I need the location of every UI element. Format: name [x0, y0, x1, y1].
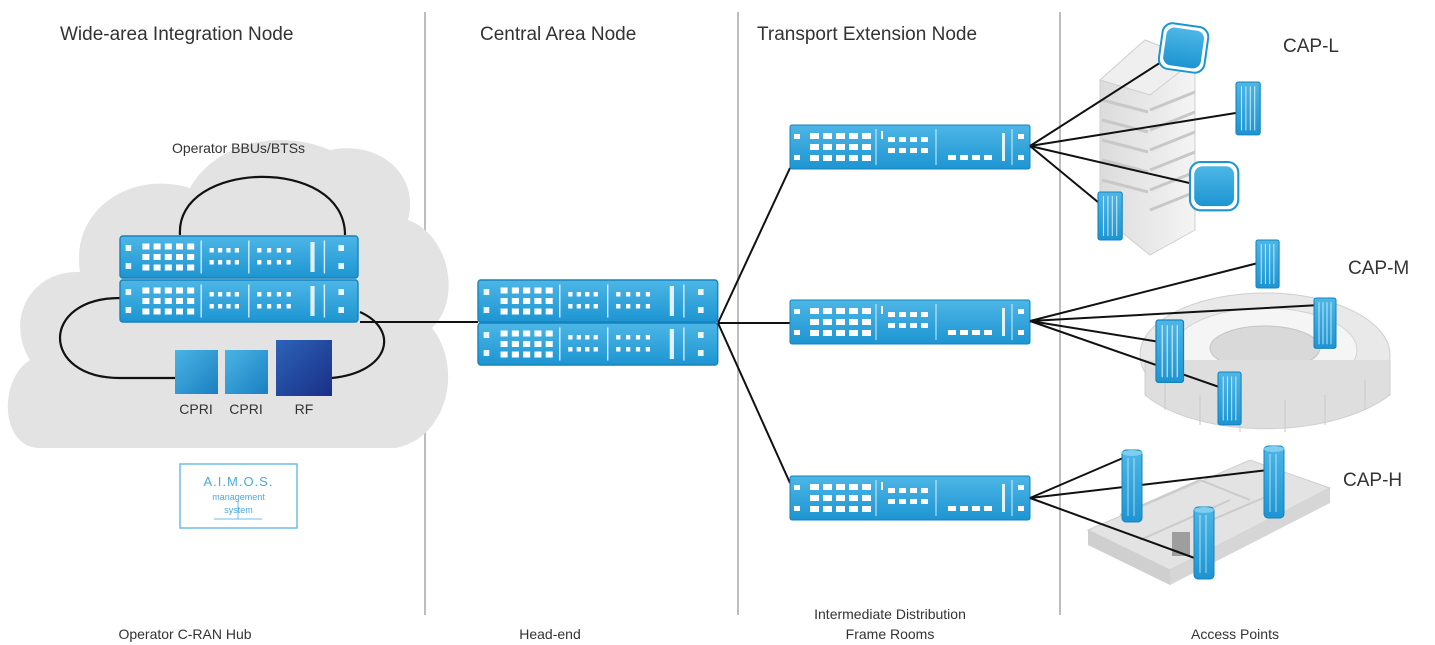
rf-module — [276, 340, 332, 396]
aimos-title: A.I.M.O.S. — [203, 474, 274, 489]
cap-h-label: CAP-H — [1343, 470, 1403, 491]
head-end-stack — [477, 279, 719, 366]
cpri-module-1 — [175, 350, 218, 394]
footer-wide-area: Operator C-RAN Hub — [118, 626, 252, 642]
transport-unit-1 — [789, 124, 1031, 170]
aimos-box — [179, 463, 298, 529]
cap-m-label: CAP-M — [1348, 258, 1410, 279]
cap-m-ap-4 — [1217, 371, 1242, 426]
cap-l-ap-1 — [1156, 21, 1211, 75]
transport-unit-3 — [789, 475, 1031, 521]
cap-m-links — [1029, 261, 1321, 389]
cap-l-ap-4 — [1097, 191, 1123, 241]
column-title-transport: Transport Extension Node — [757, 24, 978, 45]
transport-unit-2 — [789, 299, 1031, 345]
cap-m-ap-2 — [1313, 297, 1337, 349]
footer-central: Head-end — [519, 626, 581, 642]
cpri-label-2: CPRI — [229, 401, 263, 417]
headend-fanout — [717, 167, 791, 484]
cap-h-ap-1 — [1121, 449, 1143, 523]
cpri-label-1: CPRI — [179, 401, 213, 417]
aimos-subtitle-1: management — [212, 492, 265, 502]
cloud-loop-top — [178, 175, 347, 236]
cap-h-links — [1029, 454, 1269, 561]
cap-l-ap-2 — [1235, 81, 1261, 136]
footer-access: Access Points — [1191, 626, 1279, 642]
link-to-transport-3 — [717, 322, 791, 484]
footer-transport-line-1: Intermediate Distribution — [814, 606, 966, 622]
link-to-transport-1 — [717, 167, 791, 324]
cpri-module-2 — [225, 350, 268, 394]
footer-transport-line-2: Frame Rooms — [845, 626, 935, 642]
cap-m-ap-1 — [1255, 239, 1280, 289]
rf-label: RF — [294, 401, 314, 417]
cap-l-links — [1029, 49, 1243, 213]
column-title-wide-area: Wide-area Integration Node — [60, 24, 294, 45]
cap-h-ap-2 — [1263, 445, 1285, 519]
operator-bbu-label: Operator BBUs/BTSs — [172, 140, 306, 156]
aimos-subtitle-2: system — [224, 505, 253, 515]
cap-l-label: CAP-L — [1283, 36, 1339, 57]
cap-m-ap-3 — [1155, 319, 1185, 384]
cloud-loop-right — [331, 310, 386, 380]
cap-l-ap-3 — [1188, 160, 1240, 212]
cloud-loop-left — [58, 296, 175, 380]
column-title-central: Central Area Node — [480, 24, 637, 45]
cap-h-ap-3 — [1193, 506, 1215, 580]
